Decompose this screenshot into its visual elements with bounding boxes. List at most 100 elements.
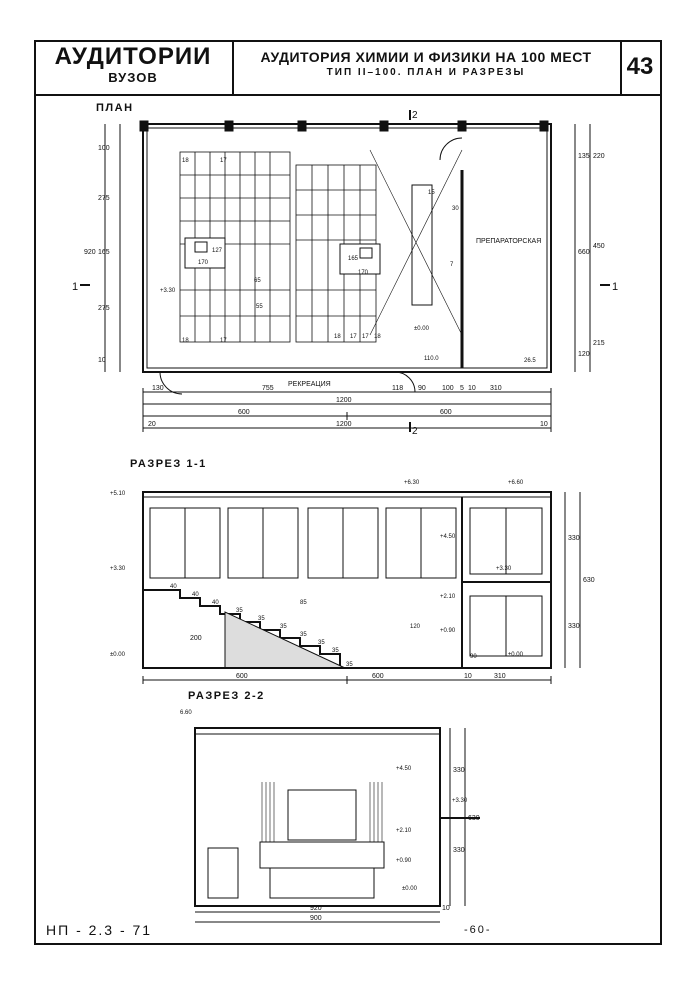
- plan-label-5: 127: [212, 248, 223, 254]
- s1-dim-r-2: 330: [568, 623, 580, 630]
- s1-step-6: 35: [300, 632, 307, 638]
- corridor-label: РЕКРЕАЦИЯ: [288, 381, 331, 388]
- s2-dim-b-0: 920: [310, 905, 322, 912]
- plan-label-4: 170: [198, 260, 209, 266]
- plan-drawing: [80, 110, 610, 432]
- plan-label-20: 7: [450, 262, 454, 268]
- s2-dim-r-1: 330: [453, 847, 465, 854]
- plan-dim-right-3: 450: [593, 243, 605, 250]
- s1-level-1: +6.30: [404, 480, 420, 486]
- plan-label-7: 55: [256, 304, 263, 310]
- s1-step-4: 35: [258, 616, 265, 622]
- plan-dim-b-4: 100: [442, 385, 454, 392]
- s2-level-3: +2.10: [396, 828, 412, 834]
- plan-dim-b-2: 118: [392, 385, 403, 392]
- s2-dim-b-2: 10: [442, 905, 450, 912]
- plan-dim-half-0: 600: [238, 409, 250, 416]
- s2-level-5: ±0.00: [402, 886, 418, 892]
- s1-step-3: 35: [236, 608, 243, 614]
- plan-dim-overall-2: 10: [540, 421, 548, 428]
- cut-1-right: 1: [612, 281, 618, 293]
- plan-dim-b-0: 130: [152, 385, 164, 392]
- plan-dim-overall-1: 1200: [336, 421, 352, 428]
- section2-label: РАЗРЕЗ 2-2: [188, 690, 265, 702]
- s1-level-0: +5.10: [110, 491, 126, 497]
- plan-label-10: 15: [428, 190, 435, 196]
- section1-label: РАЗРЕЗ 1-1: [130, 458, 207, 470]
- s1-level-5: +3.30: [496, 566, 512, 572]
- plan-label: ПЛАН: [96, 102, 134, 114]
- footer-code: НП - 2.3 - 71: [46, 922, 153, 938]
- plan-label-18: ±0.00: [414, 326, 430, 332]
- plan-dim-left-4: 10: [98, 357, 106, 364]
- s1-dim-r-0: 330: [568, 535, 580, 542]
- s1-step-8: 35: [332, 648, 339, 654]
- plan-label-16: 110.0: [424, 356, 439, 362]
- plan-dim-overall-0: 20: [148, 421, 156, 428]
- plan-label-17: 26.5: [524, 358, 536, 364]
- cut-2-top: 2: [412, 110, 418, 121]
- s2-level-4: +0.90: [396, 858, 412, 864]
- s2-dim-r-2: 630: [468, 815, 480, 822]
- section-subtitle: ВУЗОВ: [108, 70, 158, 85]
- plan-dim-right-0: 135: [578, 153, 590, 160]
- s1-level-3: +4.50: [440, 534, 456, 540]
- plan-label-8: 165: [348, 256, 359, 262]
- section1-drawing: [142, 491, 581, 684]
- s1-step-0: 40: [170, 584, 177, 590]
- page-number: 43: [626, 53, 654, 80]
- plan-label-15: 18: [374, 334, 381, 340]
- s1-inner-3: 90: [470, 654, 477, 660]
- cut-1-left: 1: [72, 281, 78, 293]
- s1-inner-2: 120: [410, 624, 421, 630]
- s1-dim-r-1: 630: [583, 577, 595, 584]
- s1-level-7: +0.90: [440, 628, 456, 634]
- section-title: АУДИТОРИИ: [54, 43, 212, 70]
- sheet-subtitle: ТИП II–100. ПЛАН И РАЗРЕЗЫ: [326, 67, 526, 78]
- plan-dim-b-5: 5: [460, 385, 464, 392]
- plan-label-12: 18: [334, 334, 341, 340]
- plan-dim-left-total: 920: [84, 249, 96, 256]
- s1-level-8: ±0.00: [110, 652, 126, 658]
- s1-step-1: 40: [192, 592, 199, 598]
- page-number-cell: 43: [620, 40, 660, 94]
- s1-level-9: ±0.00: [508, 652, 524, 658]
- sheet-title-cell: АУДИТОРИЯ ХИМИИ И ФИЗИКИ НА 100 МЕСТ ТИП…: [232, 40, 622, 94]
- plan-label-2: 18: [182, 338, 189, 344]
- sheet-title: АУДИТОРИЯ ХИМИИ И ФИЗИКИ НА 100 МЕСТ: [260, 49, 592, 65]
- plan-dim-left-1: 275: [98, 195, 110, 202]
- plan-dim-right-5: 215: [593, 340, 605, 347]
- s1-level-6: +2.10: [440, 594, 456, 600]
- s1-step-5: 35: [280, 624, 287, 630]
- plan-label-14: 17: [362, 334, 369, 340]
- title-block: АУДИТОРИИ ВУЗОВ АУДИТОРИЯ ХИМИИ И ФИЗИКИ…: [34, 40, 662, 96]
- plan-label-19: +3.30: [160, 288, 176, 294]
- plan-label-1: 17: [220, 158, 227, 164]
- cut-2-bottom: 2: [412, 426, 418, 437]
- s1-inner-1: 85: [300, 600, 307, 606]
- plan-dim-b-3: 90: [418, 385, 426, 392]
- plan-dim-total: 1200: [336, 397, 352, 404]
- s1-level-2: +6.60: [508, 480, 524, 486]
- section2-drawing: [194, 727, 480, 923]
- page-frame: [34, 40, 662, 945]
- s2-dim-r-0: 330: [453, 767, 465, 774]
- plan-dim-right-2: 660: [578, 249, 590, 256]
- plan-label-13: 17: [350, 334, 357, 340]
- s1-step-9: 35: [346, 662, 353, 668]
- plan-dim-b-6: 10: [468, 385, 476, 392]
- s2-dim-b-1: 900: [310, 915, 322, 922]
- plan-dim-left-2: 165: [98, 249, 110, 256]
- plan-label-0: 18: [182, 158, 189, 164]
- plan-dim-left-0: 100: [98, 145, 110, 152]
- plan-label-11: 30: [452, 206, 459, 212]
- footer-page: -60-: [464, 924, 492, 936]
- plan-dim-half-1: 600: [440, 409, 452, 416]
- s1-dim-b-0: 600: [236, 673, 248, 680]
- section-cell: АУДИТОРИИ ВУЗОВ: [34, 40, 234, 94]
- s1-dim-b-3: 310: [494, 673, 506, 680]
- s1-dim-b-1: 600: [372, 673, 384, 680]
- plan-dim-right-4: 120: [578, 351, 590, 358]
- plan-dim-left-3: 275: [98, 305, 110, 312]
